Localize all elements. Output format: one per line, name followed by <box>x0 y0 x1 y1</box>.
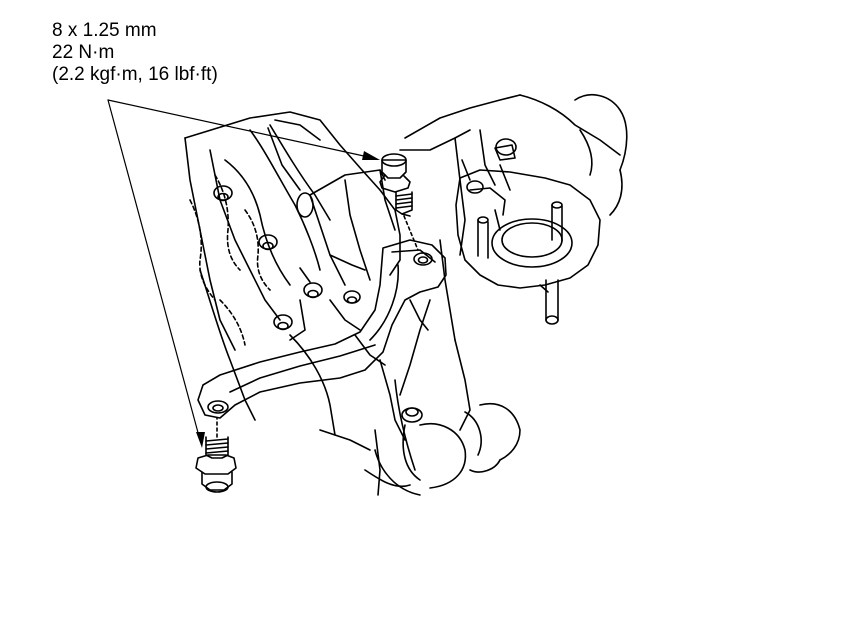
upper-bolt <box>380 154 418 250</box>
callout-leader-lines <box>108 100 373 440</box>
torque-spec-callout: 8 x 1.25 mm 22 N·m (2.2 kgf·m, 16 lbf·ft… <box>52 20 218 86</box>
torque-rod-bracket <box>198 240 446 418</box>
transmission-housing <box>365 95 627 495</box>
engine-block <box>185 112 400 450</box>
lower-mount-dome <box>375 408 465 495</box>
engine-block-bolt-holes <box>214 186 360 330</box>
lower-bolt <box>196 418 236 492</box>
leader-arrowhead-lower <box>196 432 205 448</box>
leader-arrowhead-upper <box>362 151 380 160</box>
torque-nm-label: 22 N·m <box>52 42 115 63</box>
bolt-size-label: 8 x 1.25 mm <box>52 20 157 41</box>
frame-mount-bracket <box>456 139 600 324</box>
torque-alt-units-label: (2.2 kgf·m, 16 lbf·ft) <box>52 64 218 85</box>
